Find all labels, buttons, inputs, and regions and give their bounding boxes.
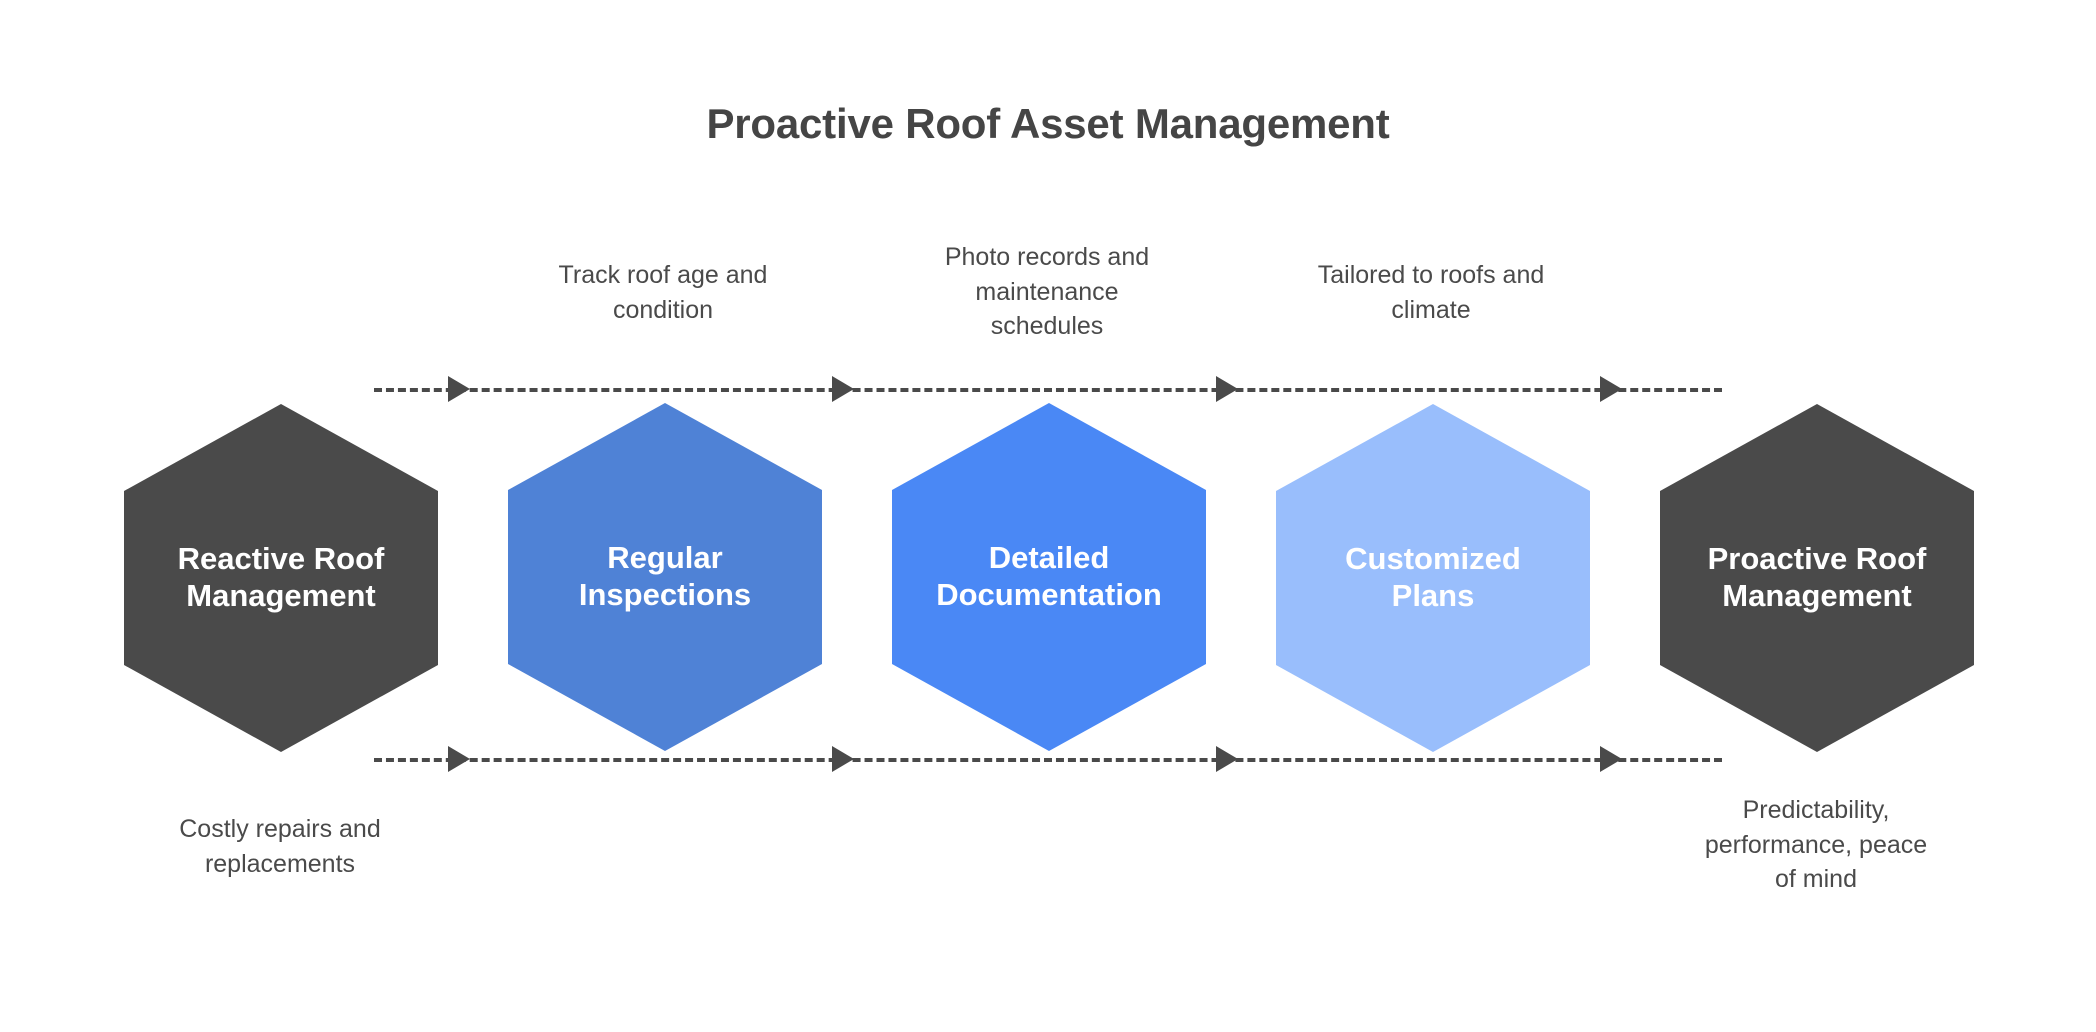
arrow-icon-top-3 [1216,376,1238,402]
node-label: Detailed Documentation [936,540,1162,612]
arrow-icon-bottom-3 [1216,746,1238,772]
arrow-icon-top-4 [1600,376,1622,402]
connector-row-top [0,370,2096,410]
node-reactive-roof-management[interactable]: Reactive Roof Management [124,404,438,752]
node-label: Reactive Roof Management [177,541,385,613]
page-title: Proactive Roof Asset Management [706,100,1390,147]
annotation-photo-records: Photo records and maintenance schedules [944,243,1150,340]
node-detailed-documentation[interactable]: Detailed Documentation [892,403,1206,751]
node-proactive-roof-management[interactable]: Proactive Roof Management [1660,404,1974,752]
arrow-icon-top-2 [832,376,854,402]
dashed-line-top [374,388,1722,392]
arrow-icon-bottom-1 [448,746,470,772]
node-label: Regular Inspections [578,540,752,612]
annotation-tailored-to-roofs: Tailored to roofs and climate [1317,261,1545,324]
arrow-icon-top-1 [448,376,470,402]
node-label: Proactive Roof Management [1707,541,1927,613]
annotation-costly-repairs: Costly repairs and replacements [179,815,381,878]
dashed-line-bottom [374,758,1722,762]
node-customized-plans[interactable]: Customized Plans [1276,404,1590,752]
annotation-track-roof-age: Track roof age and condition [558,261,768,324]
connector-row-bottom [0,740,2096,780]
node-regular-inspections[interactable]: Regular Inspections [508,403,822,751]
arrow-icon-bottom-2 [832,746,854,772]
node-label: Customized Plans [1345,541,1521,613]
annotation-predictability: Predictability, performance, peace of mi… [1704,796,1928,893]
arrow-icon-bottom-4 [1600,746,1622,772]
